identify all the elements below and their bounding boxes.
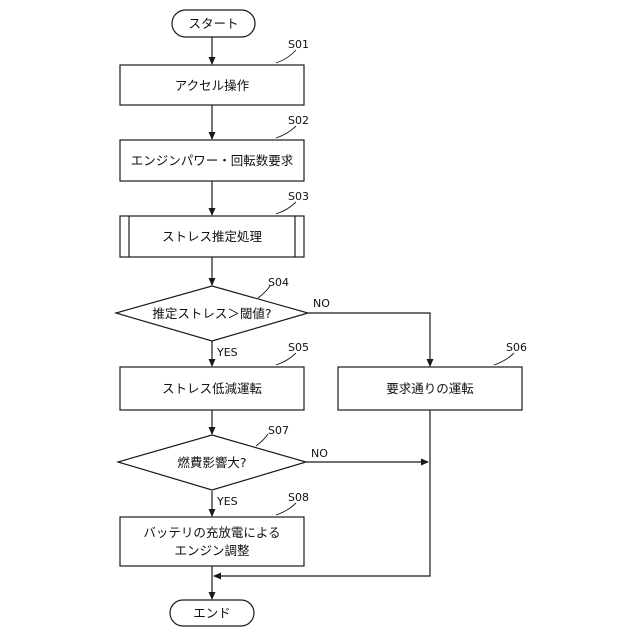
step-s06-id: S06 [506,341,527,354]
step-s01: アクセル操作 S01 [120,38,309,105]
arrow-s04-s06 [308,313,430,366]
end-label: エンド [193,606,231,621]
decision-s04-label: 推定ストレス＞閾値? [152,306,271,321]
decision-s07-id: S07 [268,424,289,437]
step-s03-id: S03 [288,190,309,203]
s07-yes-label: YES [216,495,238,508]
step-s02-label: エンジンパワー・回転数要求 [131,153,294,168]
step-s06: 要求通りの運転 S06 [338,341,527,410]
decision-s07-label: 燃費影響大? [177,455,246,470]
step-s01-label: アクセル操作 [175,78,250,93]
s04-yes-label: YES [216,346,238,359]
start-label: スタート [188,16,238,31]
step-s08-id: S08 [288,491,309,504]
step-s08-label-line1: バッテリの充放電による [143,525,280,540]
step-s03-label: ストレス推定処理 [162,229,263,244]
s04-no-label: NO [313,297,330,310]
step-s06-label: 要求通りの運転 [386,381,474,396]
step-s03: ストレス推定処理 S03 [120,190,309,257]
step-s08-label-line2: エンジン調整 [174,543,250,558]
step-s05: ストレス低減運転 S05 [120,341,309,410]
decision-s04-id: S04 [268,276,289,289]
step-s01-id: S01 [288,38,309,51]
start-terminal: スタート [172,10,255,37]
step-s05-id: S05 [288,341,309,354]
s07-no-label: NO [311,447,328,460]
step-s02-id: S02 [288,114,309,127]
end-terminal: エンド [170,600,254,626]
step-s05-label: ストレス低減運転 [162,381,263,396]
step-s08: バッテリの充放電による エンジン調整 S08 [120,491,309,566]
step-s02: エンジンパワー・回転数要求 S02 [120,114,309,181]
